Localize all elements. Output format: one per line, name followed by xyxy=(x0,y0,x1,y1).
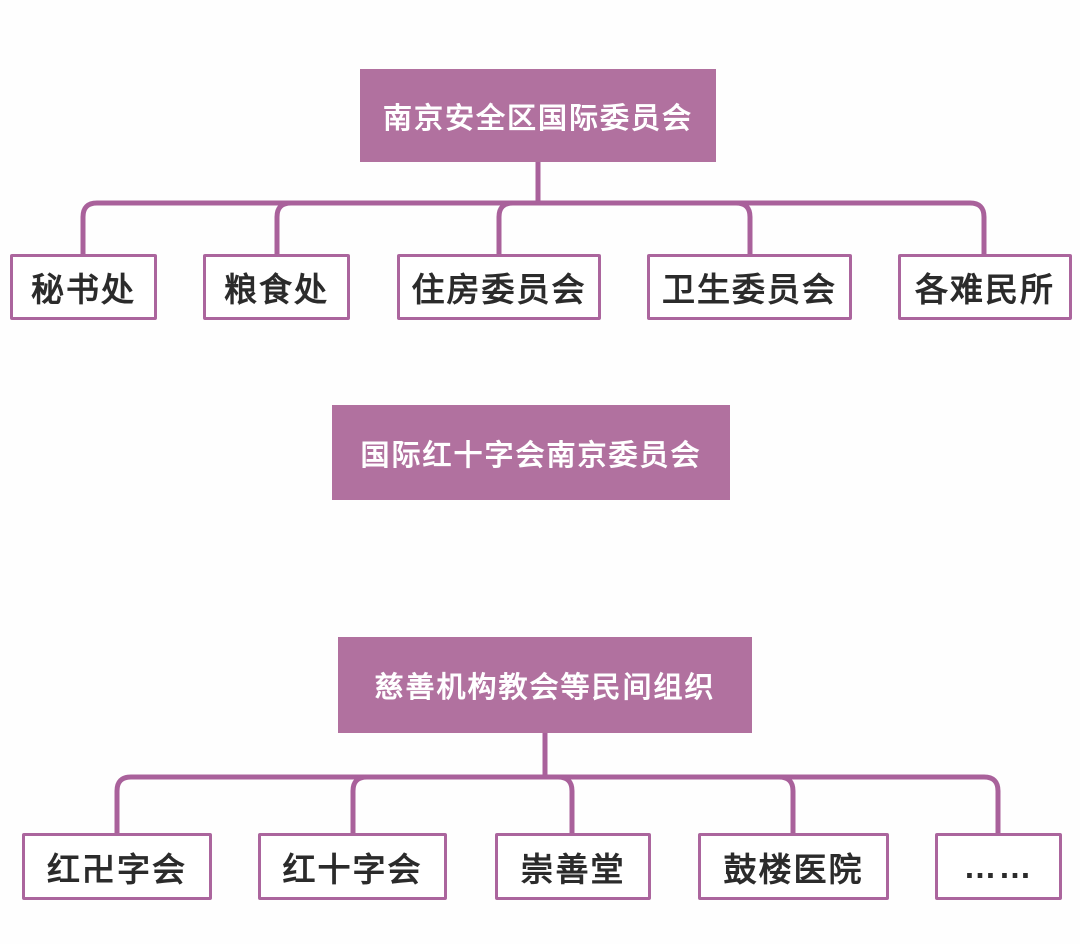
node-civil-organizations: 慈善机构教会等民间组织 xyxy=(338,637,752,733)
connector-elbow xyxy=(350,774,545,836)
connector-elbow xyxy=(538,200,753,258)
connector-elbow xyxy=(274,200,538,258)
node-red-swastika-society: 红卍字会 xyxy=(22,833,212,900)
node-refugee-camps: 各难民所 xyxy=(898,254,1072,320)
connector-elbow xyxy=(545,774,1001,836)
connector-elbow xyxy=(545,774,575,836)
node-health-committee: 卫生委员会 xyxy=(647,254,852,320)
connector-elbow xyxy=(80,200,538,258)
connector-elbow xyxy=(114,774,545,836)
node-chongshantang: 崇善堂 xyxy=(495,833,651,900)
node-housing-committee: 住房委员会 xyxy=(397,254,601,320)
connector-elbow xyxy=(545,774,796,836)
node-nanjing-safety-zone-intl-committee: 南京安全区国际委员会 xyxy=(360,69,716,162)
connector-elbow xyxy=(538,200,987,258)
node-intl-red-cross-nanjing-committee: 国际红十字会南京委员会 xyxy=(332,405,730,500)
node-food-department: 粮食处 xyxy=(203,254,350,320)
connector-elbow xyxy=(496,200,538,258)
node-red-cross-society: 红十字会 xyxy=(258,833,447,900)
node-ellipsis-others: …… xyxy=(935,833,1062,900)
node-gulou-hospital: 鼓楼医院 xyxy=(698,833,889,900)
node-secretariat: 秘书处 xyxy=(10,254,157,320)
